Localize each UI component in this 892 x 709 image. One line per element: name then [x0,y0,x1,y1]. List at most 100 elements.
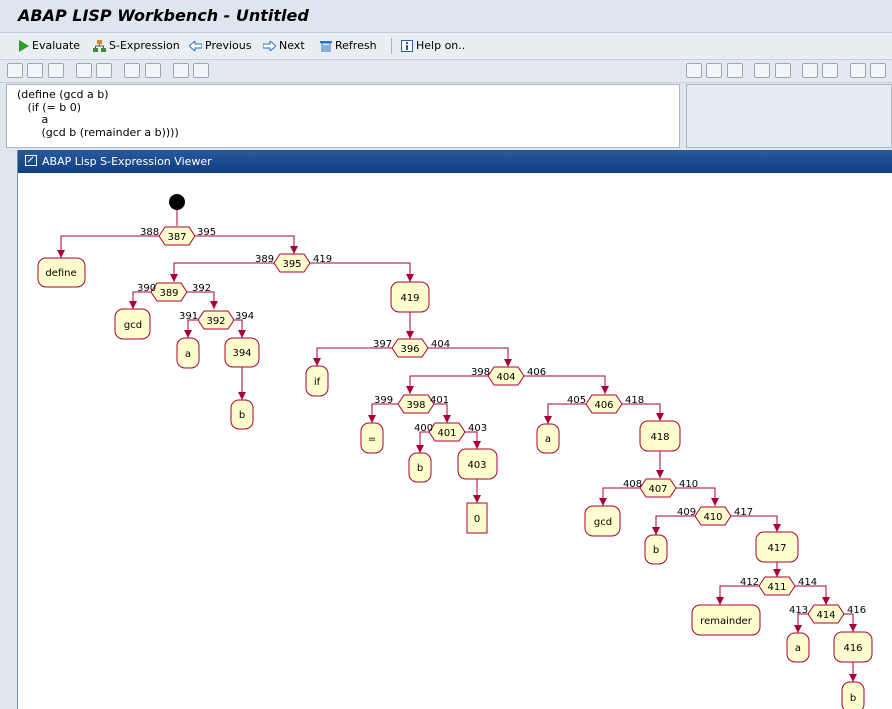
node-389[interactable]: 389 [159,288,178,299]
edge-label: 394 [235,311,254,322]
copy-icon[interactable] [27,63,43,78]
edge-label: 408 [623,479,642,490]
node-remainder[interactable]: remainder [700,616,753,627]
code-text[interactable]: (define (gcd a b) (if (= b 0) a (gcd b (… [17,88,179,139]
edge-label: 416 [847,605,866,616]
node-395[interactable]: 395 [282,259,301,270]
play-icon [19,40,29,52]
refresh-button[interactable]: Refresh [320,38,377,54]
node-gcd[interactable]: gcd [594,517,612,528]
find-next-icon[interactable] [822,63,838,78]
node-equals[interactable]: = [368,434,376,445]
edge-label: 405 [567,395,586,406]
application-toolbar: Evaluate S-Expression Previous Next Refr… [0,33,892,60]
redo-icon[interactable] [775,63,791,78]
node-416[interactable]: 416 [843,643,862,654]
node-if[interactable]: if [314,377,321,388]
node-407[interactable]: 407 [648,484,667,495]
node-414[interactable]: 414 [816,610,835,621]
arrow-right-icon [263,41,276,51]
node-b[interactable]: b [417,463,423,474]
edge-label: 391 [179,311,198,322]
find-icon[interactable] [802,63,818,78]
edge-label: 397 [373,339,392,350]
edge-label: 388 [140,227,159,238]
node-a[interactable]: a [545,434,551,445]
edge-label: 410 [679,479,698,490]
toolbar-separator [391,38,392,54]
undo-icon[interactable] [754,63,770,78]
edge-label: 400 [414,423,433,434]
node-gcd[interactable]: gcd [124,320,142,331]
copy-icon[interactable] [706,63,722,78]
load-icon[interactable] [850,63,866,78]
help-button[interactable]: Help on.. [401,38,465,54]
node-a[interactable]: a [795,643,801,654]
next-button[interactable]: Next [263,38,305,54]
save-icon[interactable] [193,63,209,78]
info-icon [401,40,413,52]
hierarchy-icon [93,40,106,52]
node-a[interactable]: a [185,349,191,360]
edge-label: 392 [192,283,211,294]
node-b[interactable]: b [239,410,245,421]
find-next-icon[interactable] [145,63,161,78]
output-pane[interactable] [686,84,892,148]
node-417[interactable]: 417 [767,543,786,554]
previous-button[interactable]: Previous [189,38,252,54]
splitter[interactable] [0,150,17,709]
paste-icon[interactable] [48,63,64,78]
node-401[interactable]: 401 [437,428,456,439]
node-387[interactable]: 387 [167,232,186,243]
node-418[interactable]: 418 [650,432,669,443]
load-icon[interactable] [173,63,189,78]
node-419[interactable]: 419 [400,293,419,304]
node-404[interactable]: 404 [496,372,515,383]
code-editor[interactable]: (define (gcd a b) (if (= b 0) a (gcd b (… [6,84,680,148]
paste-icon[interactable] [727,63,743,78]
s-expression-button[interactable]: S-Expression [93,38,180,54]
edge-label: 398 [471,367,490,378]
node-b[interactable]: b [653,545,659,556]
save-icon[interactable] [870,63,886,78]
edge-label: 409 [677,507,696,518]
node-410[interactable]: 410 [703,512,722,523]
edge-label: 404 [431,339,450,350]
node-394[interactable]: 394 [232,348,251,359]
s-expression-diagram: 387 395 389 392 396 404 398 401 406 407 … [37,194,873,709]
edge-label: 399 [374,395,393,406]
evaluate-button[interactable]: Evaluate [18,38,80,54]
edge-label: 417 [734,507,753,518]
edge-label: 401 [430,395,449,406]
edge-label: 412 [740,577,759,588]
arrow-left-icon [189,41,202,51]
window-title: ABAP LISP Workbench - Untitled [18,6,309,25]
undo-icon[interactable] [76,63,92,78]
viewer-title-bar: ABAP Lisp S-Expression Viewer [18,150,892,173]
node-403[interactable]: 403 [467,460,486,471]
edge-label: 389 [255,254,274,265]
find-icon[interactable] [124,63,140,78]
trash-icon [320,41,332,52]
node-396[interactable]: 396 [400,344,419,355]
node-define[interactable]: define [45,268,76,279]
node-406[interactable]: 406 [594,400,613,411]
cut-icon[interactable] [686,63,702,78]
edge-label: 419 [313,254,332,265]
output-toolbar [682,60,892,83]
cut-icon[interactable] [7,63,23,78]
node-392[interactable]: 392 [206,316,225,327]
edge-label: 406 [527,367,546,378]
edge-label: 414 [798,577,817,588]
node-b[interactable]: b [850,693,856,704]
edge-label: 418 [625,395,644,406]
editor-toolbar [0,60,681,83]
edge-label: 395 [197,227,216,238]
redo-icon[interactable] [96,63,112,78]
edge-label: 413 [789,605,808,616]
node-zero[interactable]: 0 [474,514,480,525]
edge-label: 403 [468,423,487,434]
node-411[interactable]: 411 [767,582,786,593]
window-icon [25,155,37,166]
node-398[interactable]: 398 [406,400,425,411]
